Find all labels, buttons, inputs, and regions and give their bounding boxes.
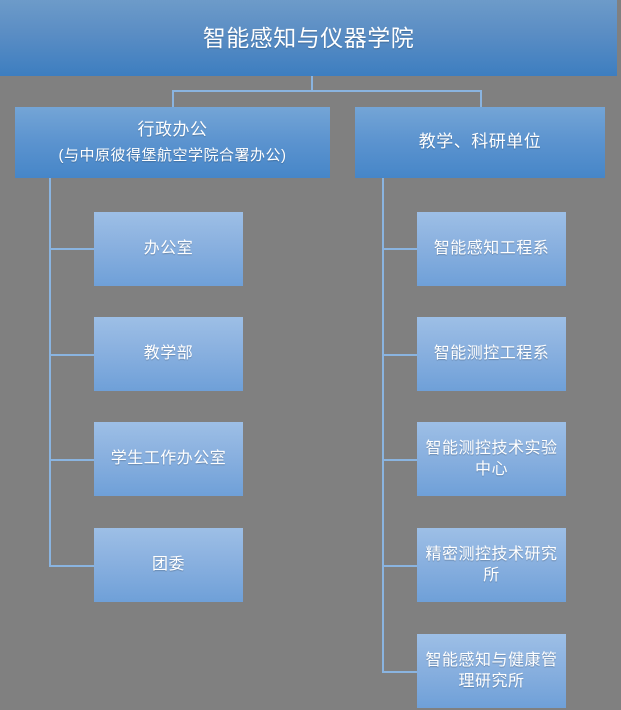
connector-academic-to-child-2 [382, 354, 417, 356]
unit-node-office-label: 办公室 [143, 240, 194, 258]
connector-admin-to-child-4 [49, 565, 94, 567]
root-node-label: 智能感知与仪器学院 [202, 24, 415, 51]
connector-academic-to-child-1 [382, 248, 417, 250]
connector-root-to-admin [172, 90, 174, 107]
connector-admin-to-child-3 [49, 459, 94, 461]
connector-admin-spine [49, 178, 51, 567]
unit-node-health-management-institute[interactable]: 智能感知与健康管理研究所 [417, 634, 566, 708]
branch-node-academic-label: 教学、科研单位 [418, 132, 542, 152]
unit-node-measurement-control-lab-label: 智能测控技术实验中心 [425, 439, 558, 478]
unit-node-office[interactable]: 办公室 [94, 212, 243, 286]
branch-node-administration[interactable]: 行政办公 (与中原彼得堡航空学院合署办公) [15, 107, 330, 178]
unit-node-student-affairs[interactable]: 学生工作办公室 [94, 422, 243, 496]
branch-node-administration-label: 行政办公 [137, 120, 208, 140]
branch-node-academic[interactable]: 教学、科研单位 [355, 107, 605, 178]
root-node-school[interactable]: 智能感知与仪器学院 [0, 0, 617, 76]
unit-node-measurement-control-dept-label: 智能测控工程系 [433, 345, 550, 363]
connector-academic-to-child-3 [382, 459, 417, 461]
unit-node-student-affairs-label: 学生工作办公室 [110, 450, 227, 468]
unit-node-health-management-institute-label: 智能感知与健康管理研究所 [425, 651, 558, 690]
connector-root-to-academic [480, 90, 482, 107]
unit-node-precision-measurement-institute-label: 精密测控技术研究所 [425, 545, 558, 584]
unit-node-teaching-dept[interactable]: 教学部 [94, 317, 243, 391]
connector-admin-to-child-1 [49, 248, 94, 250]
unit-node-teaching-dept-label: 教学部 [143, 345, 194, 363]
connector-root-stem [311, 76, 313, 92]
unit-node-intelligent-sensing-dept-label: 智能感知工程系 [433, 240, 550, 258]
connector-academic-to-child-5 [382, 671, 417, 673]
unit-node-youth-league[interactable]: 团委 [94, 528, 243, 602]
unit-node-youth-league-label: 团委 [151, 556, 185, 574]
unit-node-measurement-control-dept[interactable]: 智能测控工程系 [417, 317, 566, 391]
unit-node-precision-measurement-institute[interactable]: 精密测控技术研究所 [417, 528, 566, 602]
connector-academic-spine [382, 178, 384, 673]
connector-academic-to-child-4 [382, 565, 417, 567]
connector-root-bus [172, 90, 482, 92]
connector-admin-to-child-2 [49, 354, 94, 356]
unit-node-measurement-control-lab[interactable]: 智能测控技术实验中心 [417, 422, 566, 496]
branch-node-administration-sublabel: (与中原彼得堡航空学院合署办公) [58, 146, 287, 164]
unit-node-intelligent-sensing-dept[interactable]: 智能感知工程系 [417, 212, 566, 286]
